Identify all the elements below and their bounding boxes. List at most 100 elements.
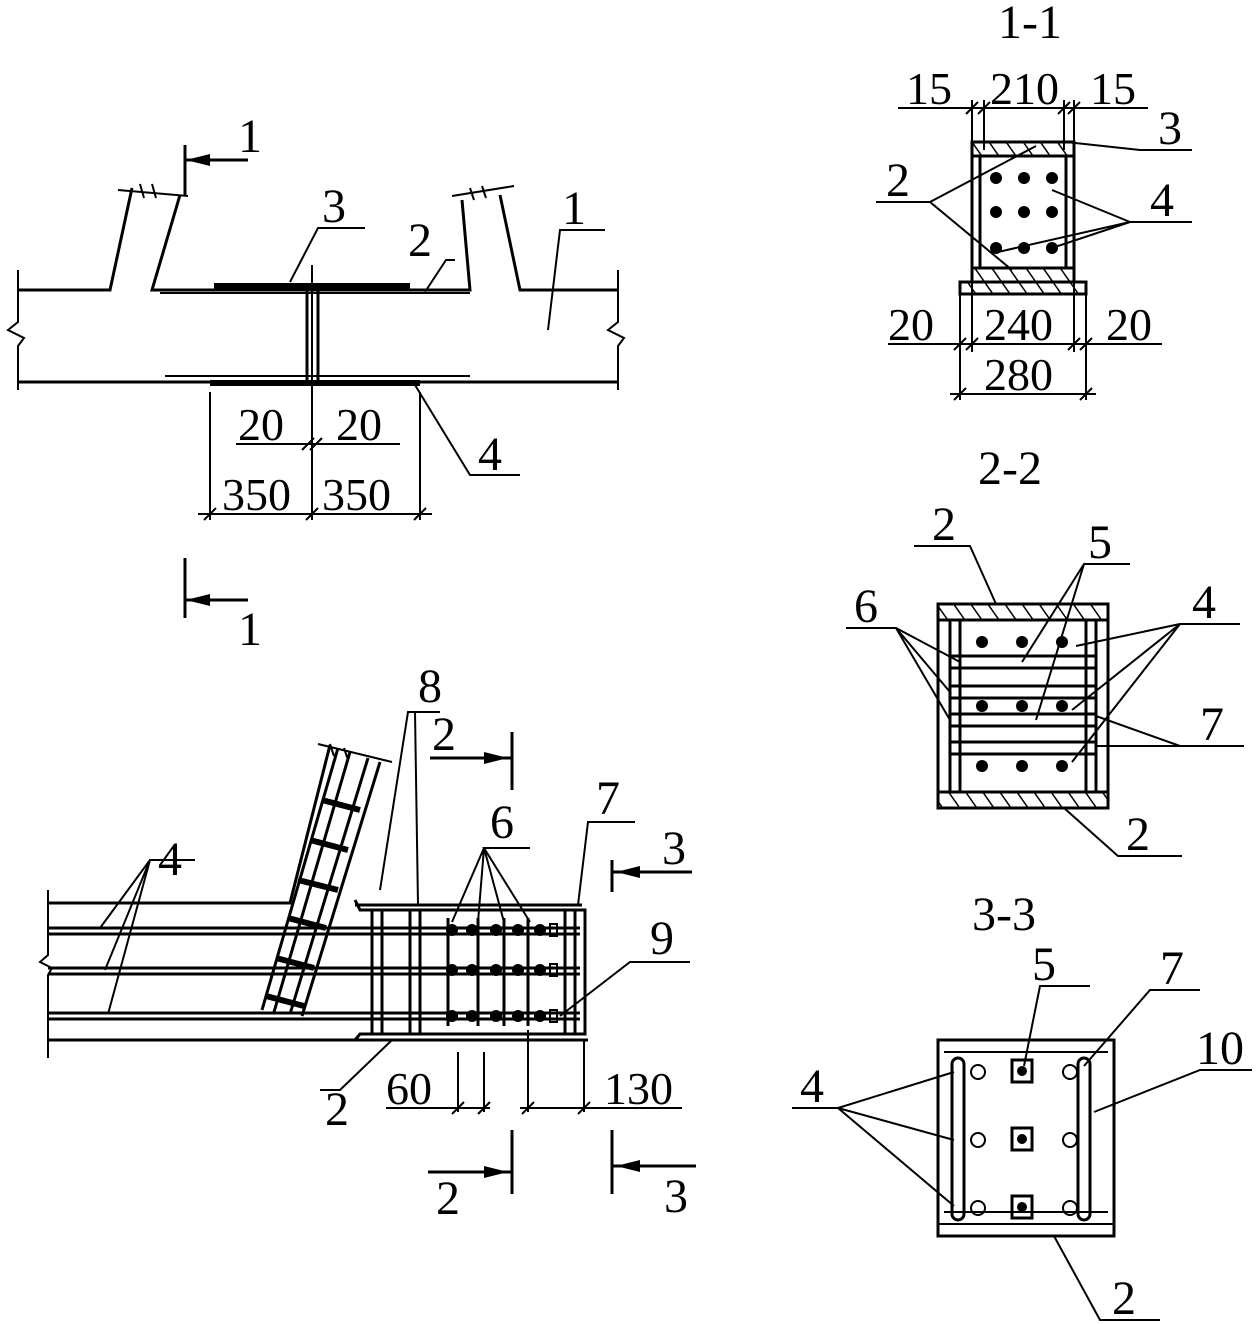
elev-bolt (512, 924, 524, 936)
s22-bolt (976, 636, 988, 648)
plan-callout-1: 1 (562, 182, 586, 235)
elev-cut2-bottom-label: 2 (436, 1172, 460, 1225)
elev-callout-6: 6 (490, 796, 514, 849)
s11-leader-3 (1065, 141, 1192, 151)
s11-bolt (1046, 172, 1058, 184)
elev-bolt (466, 924, 478, 936)
elevation-view: 8 4 6 7 9 2 2 2 3 3 60 130 (38, 660, 696, 1225)
elev-break-left (38, 890, 54, 1058)
s33-callout-10: 10 (1196, 1022, 1244, 1075)
s22-bolt (1016, 700, 1028, 712)
s11-bolt (1046, 206, 1058, 218)
plan-dim-350-left: 350 (222, 469, 291, 520)
s33-leader-4 (792, 1071, 955, 1207)
elev-end-cap (549, 963, 558, 977)
s22-stirrup (948, 740, 1098, 756)
elev-callout-4: 4 (158, 833, 182, 886)
s11-leader-4 (997, 189, 1192, 253)
s33-callout-7: 7 (1160, 942, 1184, 995)
plan-bottom-plate (210, 380, 420, 386)
s22-callout-7: 7 (1200, 698, 1224, 751)
elev-callout-9: 9 (650, 912, 674, 965)
elev-cut2-top-arrow (484, 752, 508, 764)
s22-bolt (1056, 760, 1068, 772)
plan-view: 1 1 3 2 1 4 20 20 350 350 (6, 110, 626, 656)
elev-cut3-bottom-label: 3 (664, 1170, 688, 1223)
s33-bar-end (970, 1132, 986, 1148)
s11-mid-plate (970, 266, 1076, 284)
s22-callout-6: 6 (854, 580, 878, 633)
s11-bolt (990, 172, 1002, 184)
s11-bolt (1018, 206, 1030, 218)
elev-beam-top-edge (48, 744, 332, 905)
s22-leader-7 (1095, 715, 1244, 747)
elev-diagonal-rungs (265, 797, 361, 1009)
elev-bolt (534, 924, 546, 936)
s33-bolt (1017, 1202, 1027, 1212)
s33-bar-end (970, 1200, 986, 1216)
elev-leader-6 (451, 847, 531, 923)
s11-dim-ticks-bottom (953, 337, 1093, 401)
plan-cut-label-top: 1 (238, 110, 262, 163)
section-2-2-title: 2-2 (978, 442, 1042, 495)
plan-dim-350-right: 350 (322, 469, 391, 520)
s11-callout-2: 2 (886, 154, 910, 207)
elev-leader-2 (320, 1039, 393, 1091)
elev-diagonal-ticks (317, 743, 393, 763)
plan-break-right (606, 270, 626, 390)
elev-bolt (534, 1010, 546, 1022)
s33-side-lines (944, 1051, 1108, 1213)
s22-vertical-bars (948, 620, 1098, 792)
s22-leader-2-top (914, 545, 997, 605)
plan-leader-4 (414, 384, 520, 476)
elev-callout-7: 7 (596, 772, 620, 825)
s33-leader-5 (1023, 985, 1090, 1067)
s22-bolt (976, 700, 988, 712)
elev-leader-4 (99, 859, 195, 1015)
s22-leader-6 (846, 627, 961, 721)
s33-bolt (1017, 1134, 1027, 1144)
elev-bolt (446, 964, 458, 976)
elev-leader-8 (379, 711, 440, 906)
elev-dim-60: 60 (386, 1063, 432, 1114)
section-1-1-title: 1-1 (998, 0, 1062, 49)
s22-bolt (976, 760, 988, 772)
elev-bolt (512, 964, 524, 976)
s22-callout-2-bottom: 2 (1126, 808, 1150, 861)
elev-end-cap (549, 923, 558, 937)
elev-cut3-top-label: 3 (662, 822, 686, 875)
s11-callout-4: 4 (1150, 174, 1174, 227)
s22-top-plate (936, 602, 1110, 622)
plan-leader-1 (547, 229, 605, 331)
s33-callout-4: 4 (800, 1060, 824, 1113)
plan-callout-3: 3 (322, 180, 346, 233)
elev-dim-130: 130 (604, 1063, 673, 1114)
plan-cut-arrow-top (186, 154, 210, 166)
elev-bolt (512, 1010, 524, 1022)
elev-end-block (353, 899, 587, 1041)
section-2-2: 2-2 2 5 6 4 7 2 (846, 442, 1244, 861)
s33-bar-end (1062, 1132, 1078, 1148)
plan-leader-2 (424, 259, 455, 293)
s33-leader-7 (1083, 989, 1200, 1067)
s11-dim-20-right: 20 (1106, 299, 1152, 350)
s22-bolt (1056, 700, 1068, 712)
elev-bolt (446, 1010, 458, 1022)
s33-bar-end (1062, 1064, 1078, 1080)
elev-dim-extension-lines (457, 1030, 585, 1112)
elev-callout-8: 8 (418, 660, 442, 713)
s11-dim-15-left: 15 (906, 63, 952, 114)
elev-cut2-bottom-arrow (484, 1166, 508, 1178)
elev-bolt (466, 1010, 478, 1022)
s33-body (936, 1038, 1116, 1238)
s33-callout-5: 5 (1032, 938, 1056, 991)
s33-bolt-square (1010, 1058, 1034, 1084)
plan-callout-4: 4 (478, 428, 502, 481)
s33-callout-2: 2 (1112, 1272, 1136, 1324)
elev-bolt (490, 924, 502, 936)
s33-leader-2 (1053, 1235, 1160, 1321)
plan-cut-label-bottom: 1 (238, 603, 262, 656)
s11-bolt (1018, 172, 1030, 184)
elev-bolt (534, 964, 546, 976)
